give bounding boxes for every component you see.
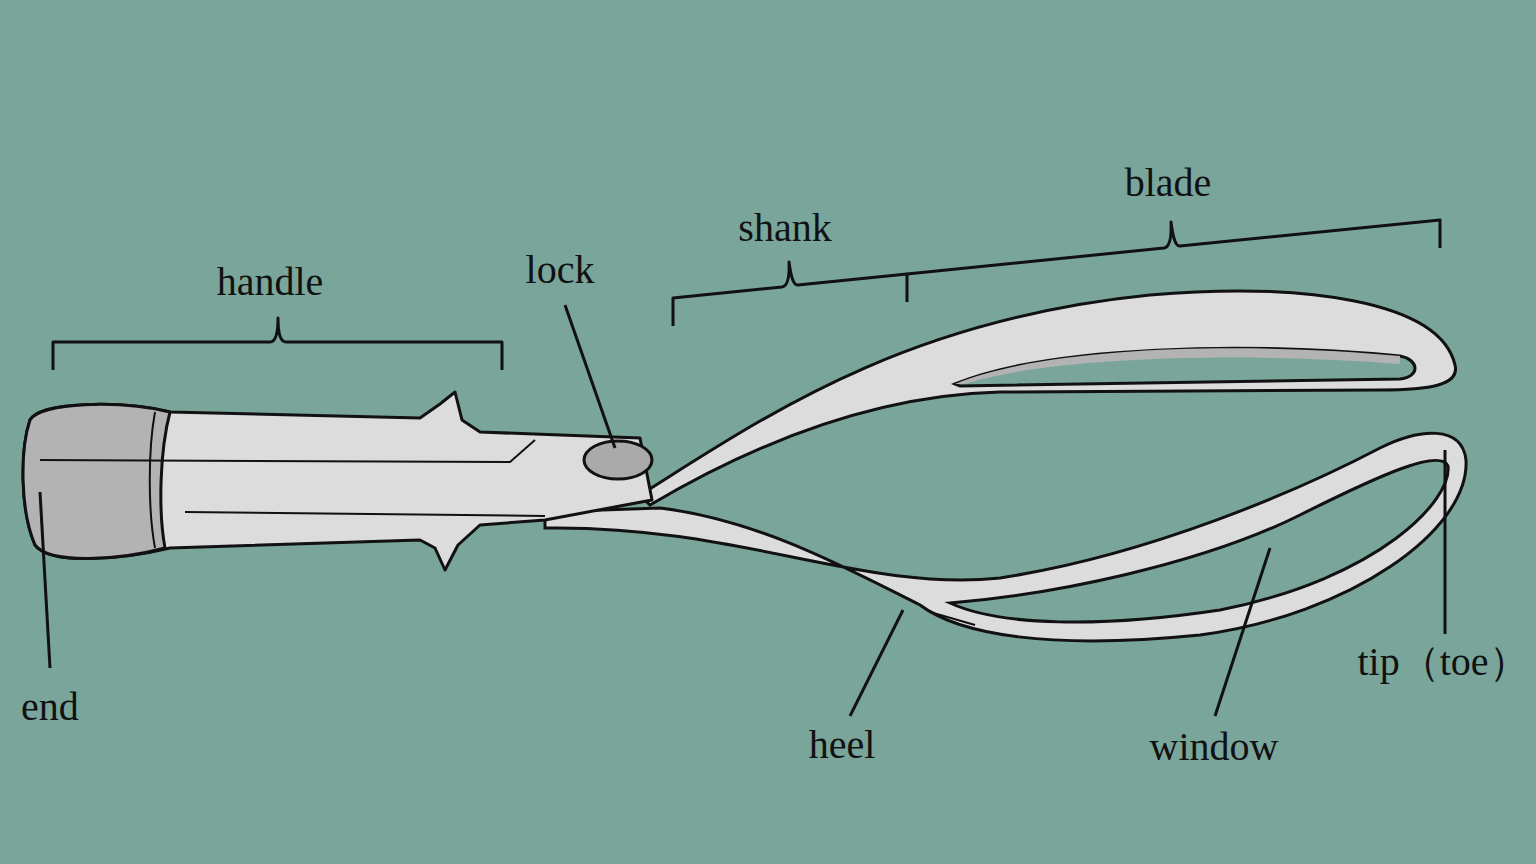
- part-label: shank: [738, 206, 831, 250]
- handle-body: [23, 392, 652, 570]
- handle-line: [150, 412, 155, 548]
- bracket: [907, 220, 1440, 274]
- leader-line: [1444, 450, 1447, 634]
- handle-end: [23, 404, 170, 558]
- part-label: blade: [1125, 161, 1212, 205]
- bracket: [53, 318, 502, 370]
- bracket: [673, 262, 907, 326]
- part-label: handle: [217, 260, 324, 304]
- part-label: window: [1150, 725, 1279, 769]
- blade-shading: [930, 612, 975, 625]
- blade-shading: [955, 348, 1400, 384]
- part-label: tip（toe）: [1357, 640, 1528, 684]
- part-label: lock: [526, 248, 595, 292]
- part-label: heel: [809, 723, 876, 767]
- leader-line: [1215, 548, 1270, 716]
- leader-line: [40, 492, 50, 668]
- handle-line: [185, 512, 545, 516]
- leader-line: [850, 610, 903, 716]
- upper-blade: [640, 291, 1456, 505]
- part-label: end: [21, 685, 79, 729]
- leader-line: [565, 305, 615, 448]
- lock-pivot: [584, 441, 652, 479]
- lower-blade: [545, 433, 1466, 641]
- handle-line: [40, 440, 535, 462]
